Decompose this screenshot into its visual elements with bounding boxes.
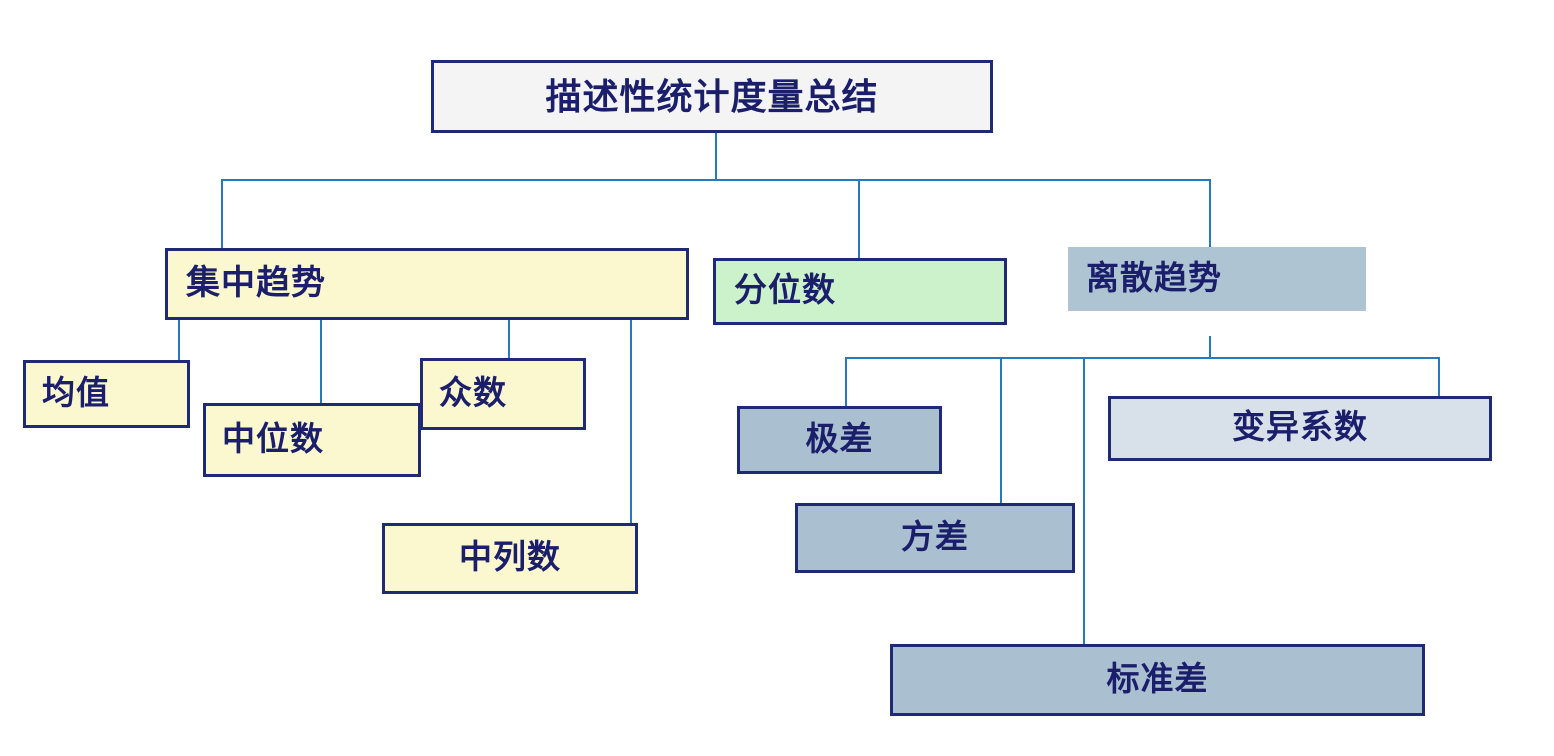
connector-drop-stddev [1083, 357, 1085, 644]
connector-drop-dispersion [1209, 179, 1211, 247]
node-mean[interactable]: 均值 [23, 360, 190, 428]
connector-drop-median [320, 320, 322, 405]
connector-drop-central-tendency [221, 179, 223, 249]
node-midrange[interactable]: 中列数 [382, 523, 638, 594]
connector-drop-mode [508, 320, 510, 359]
connector-drop-mean [178, 320, 180, 361]
connector-drop-cv [1438, 357, 1440, 396]
connector-drop-midrange [630, 320, 632, 526]
connector-drop-range [845, 357, 847, 407]
node-range[interactable]: 极差 [737, 406, 942, 474]
node-standard-deviation[interactable]: 标准差 [890, 644, 1425, 716]
connector-main-bus [221, 179, 1210, 181]
connector-dispersion-bus [845, 357, 1440, 359]
node-mode[interactable]: 众数 [420, 358, 586, 430]
node-root[interactable]: 描述性统计度量总结 [431, 60, 993, 133]
node-median[interactable]: 中位数 [203, 403, 421, 477]
connector-drop-quantile [858, 179, 860, 259]
connector-drop-variance [1000, 357, 1002, 503]
node-quantile[interactable]: 分位数 [713, 258, 1007, 325]
node-dispersion[interactable]: 离散趋势 [1068, 247, 1366, 311]
connector-dispersion-stub [1209, 336, 1211, 358]
node-coefficient-of-variation[interactable]: 变异系数 [1108, 396, 1492, 461]
connector-root-drop [715, 133, 717, 180]
node-central-tendency[interactable]: 集中趋势 [165, 248, 689, 320]
node-variance[interactable]: 方差 [795, 503, 1075, 573]
